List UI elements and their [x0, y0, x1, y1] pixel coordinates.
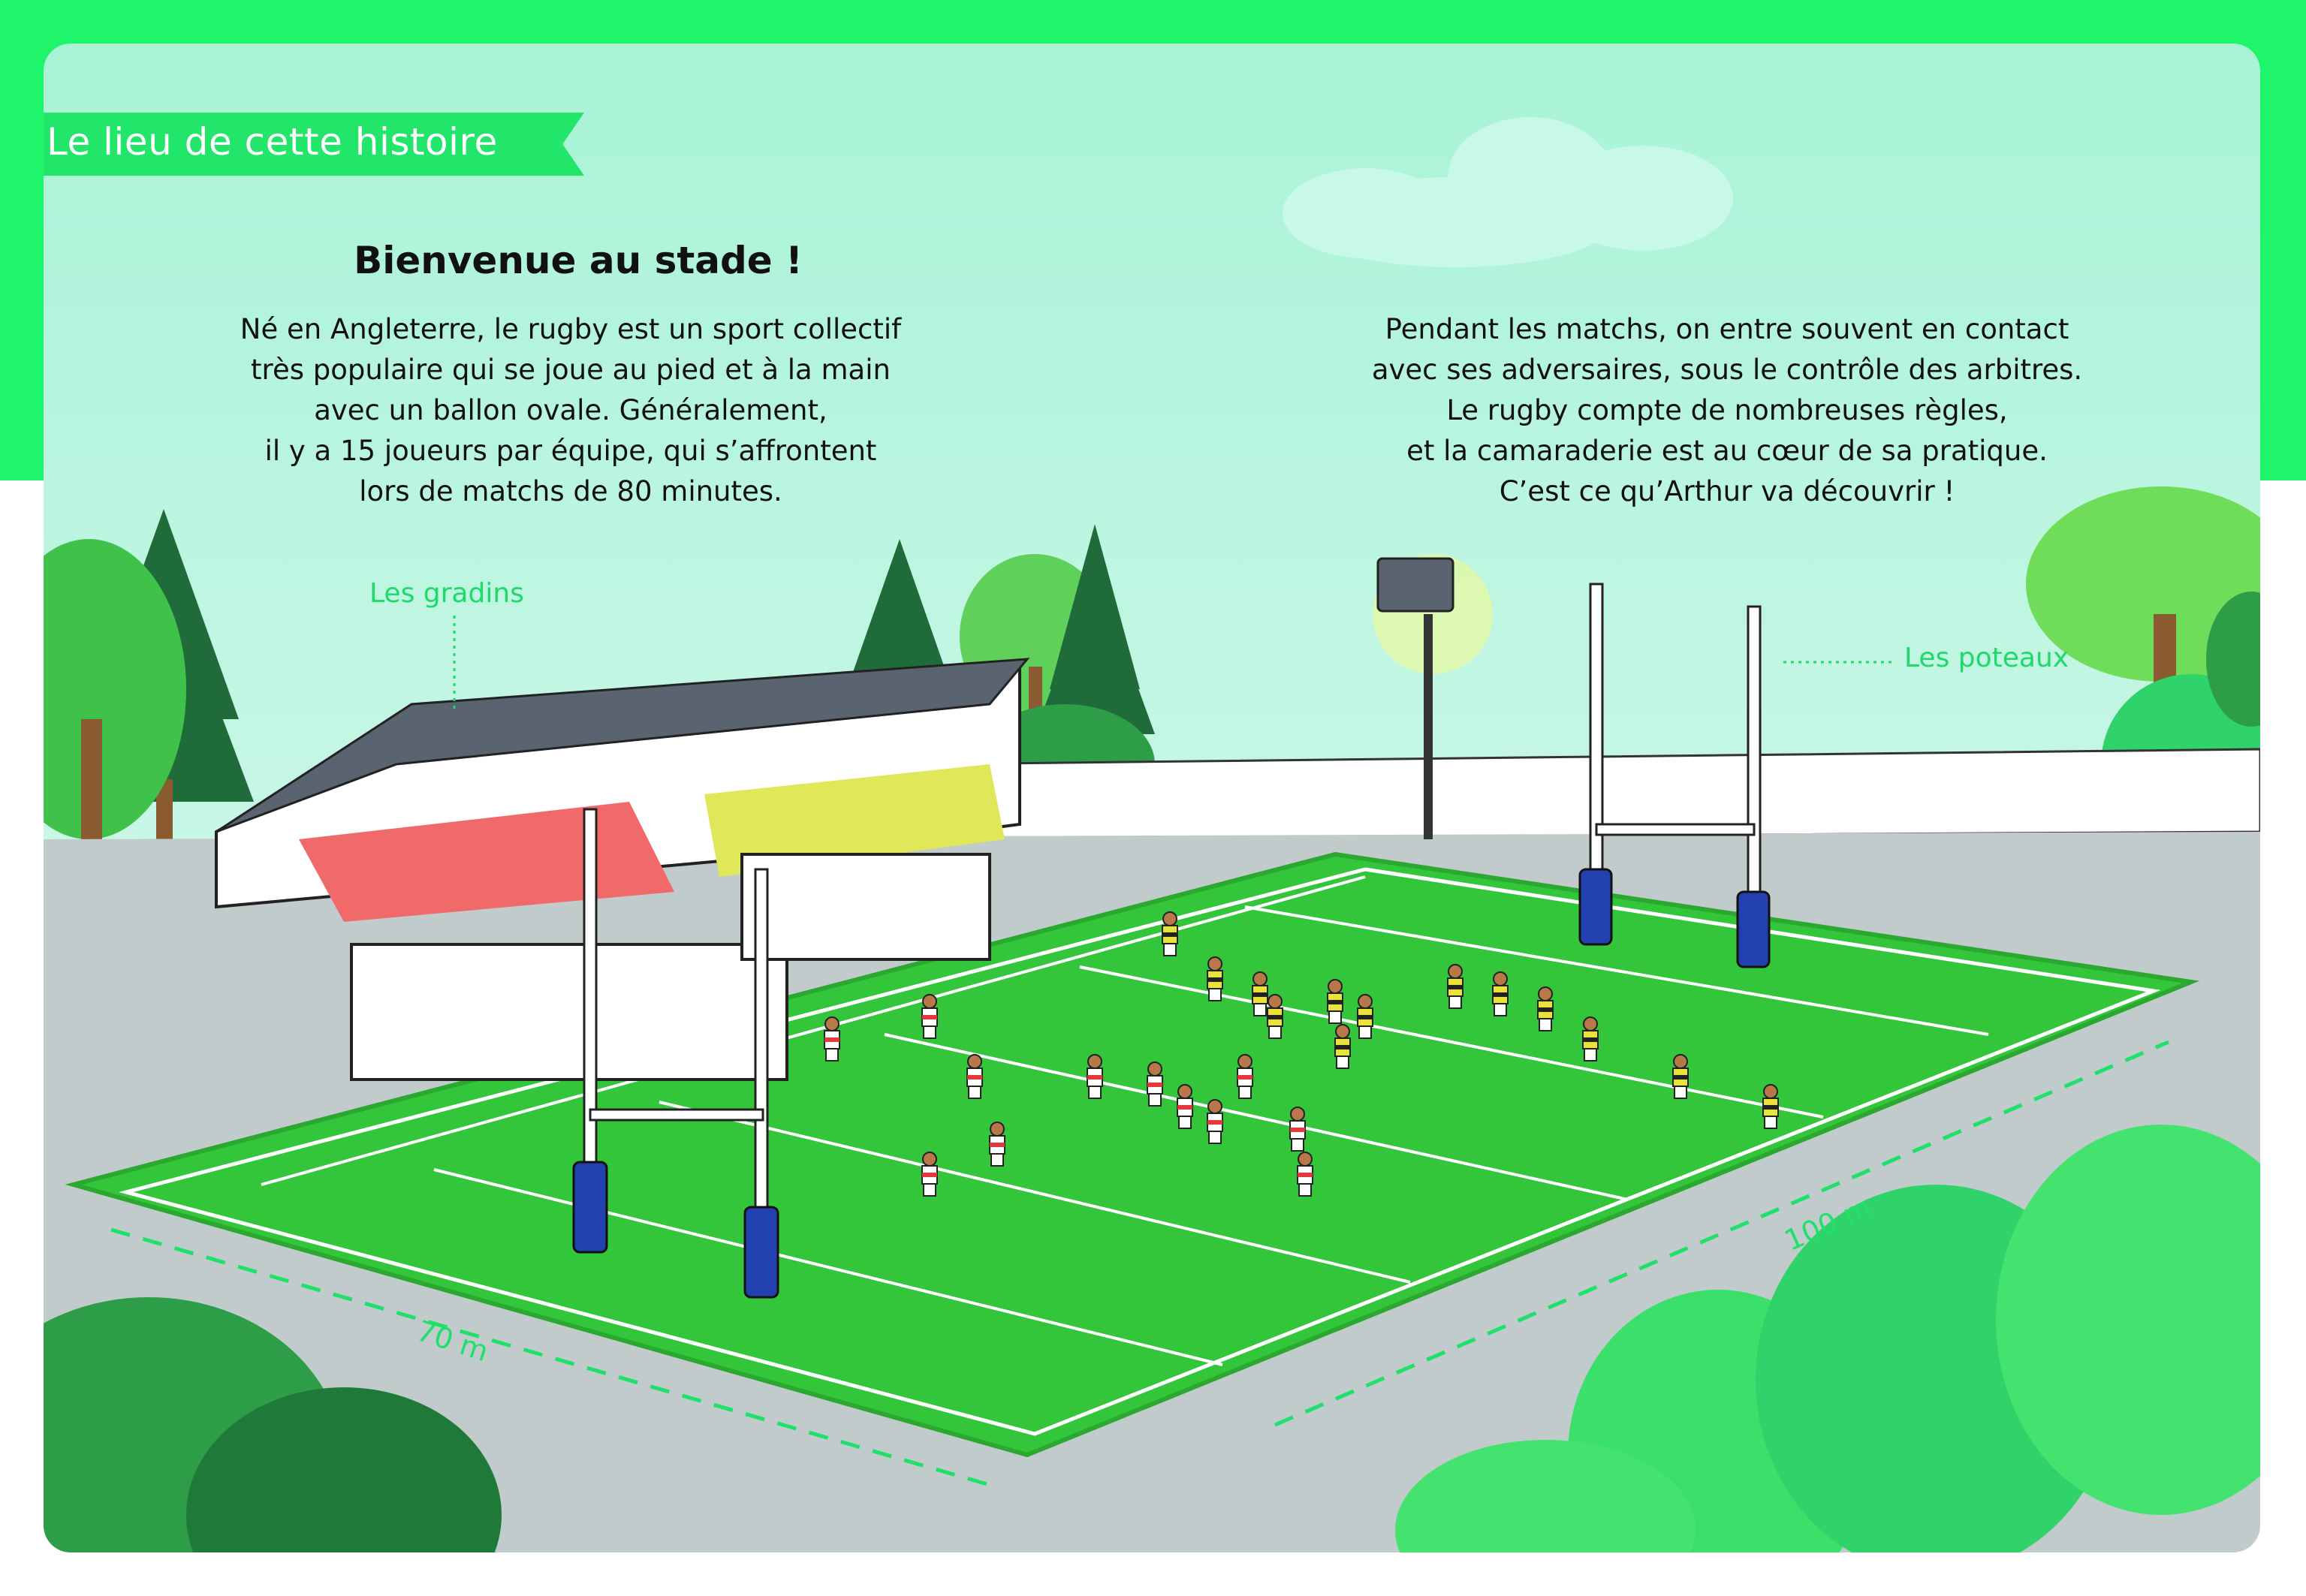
players: [824, 911, 1779, 1197]
intro-paragraph-left: Né en Angleterre, le rugby est un sport …: [173, 309, 969, 512]
player: [1297, 1152, 1313, 1197]
player: [1447, 964, 1463, 1009]
text-line: et la camaraderie est au cœur de sa prat…: [1406, 435, 2048, 467]
player: [1334, 1024, 1351, 1069]
player: [1762, 1084, 1779, 1129]
bushes-foreground: [44, 1125, 2260, 1552]
text-line: C’est ce qu’Arthur va découvrir !: [1499, 475, 1955, 507]
text-line: Né en Angleterre, le rugby est un sport …: [240, 313, 902, 345]
player: [1267, 994, 1283, 1039]
player: [1289, 1107, 1306, 1152]
player: [921, 1152, 938, 1197]
player: [1492, 971, 1509, 1016]
player: [1537, 986, 1554, 1031]
floodlight: [1373, 554, 1493, 839]
label-gradins: Les gradins: [369, 578, 524, 609]
text-line: lors de matchs de 80 minutes.: [359, 475, 782, 507]
player: [1162, 911, 1178, 956]
player: [824, 1016, 840, 1061]
player: [1672, 1054, 1689, 1099]
section-banner: Le lieu de cette histoire: [44, 113, 584, 176]
player: [1177, 1084, 1193, 1129]
player: [966, 1054, 983, 1099]
player: [1327, 979, 1343, 1024]
clouds: [1283, 117, 1733, 267]
label-poteaux: Les poteaux: [1904, 643, 2069, 673]
player: [1147, 1061, 1163, 1107]
text-line: avec ses adversaires, sous le contrôle d…: [1371, 354, 2083, 386]
stadium-illustration: [44, 117, 2260, 1552]
dimension-lines: [110, 1040, 2169, 1487]
player: [1087, 1054, 1103, 1099]
goal-posts-far: [1578, 583, 1771, 968]
illustration-panel: [44, 44, 2260, 1552]
goal-posts-near: [572, 808, 779, 1299]
text-line: très populaire qui se joue au pied et à …: [251, 354, 891, 386]
player: [1207, 956, 1223, 1001]
text-line: Le rugby compte de nombreuses règles,: [1446, 394, 2008, 426]
player: [1357, 994, 1373, 1039]
player: [921, 994, 938, 1039]
text-line: Pendant les matchs, on entre souvent en …: [1385, 313, 2069, 345]
player: [1252, 971, 1268, 1016]
rugby-pitch: [65, 851, 2200, 1458]
text-line: avec un ballon ovale. Généralement,: [314, 394, 827, 426]
player: [1237, 1054, 1253, 1099]
banner-text: Le lieu de cette histoire: [47, 120, 498, 164]
page-title: Bienvenue au stade !: [354, 239, 803, 282]
player: [1582, 1016, 1599, 1061]
player: [989, 1122, 1005, 1167]
player: [1207, 1099, 1223, 1144]
text-line: il y a 15 joueurs par équipe, qui s’affr…: [264, 435, 877, 467]
stand-grandstand: [215, 658, 1030, 1081]
intro-paragraph-right: Pendant les matchs, on entre souvent en …: [1307, 309, 2148, 512]
